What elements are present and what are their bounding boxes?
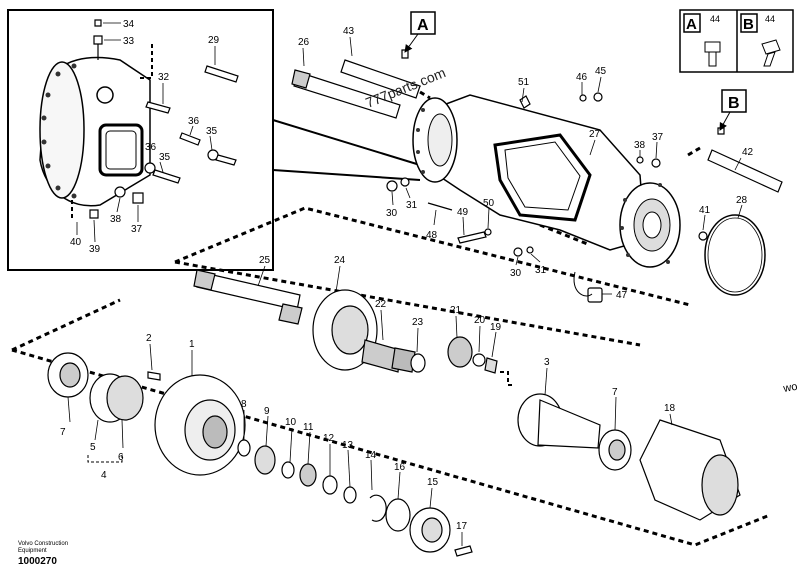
callout-43: 43 xyxy=(343,26,355,37)
callout-20: 20 xyxy=(474,315,486,326)
view-b-marker xyxy=(719,89,747,131)
callout-47: 47 xyxy=(616,290,628,301)
callout-7: 7 xyxy=(60,427,66,438)
callout-35: 35 xyxy=(159,152,171,163)
callout-26: 26 xyxy=(298,37,310,48)
callout-19: 19 xyxy=(490,322,502,333)
callout-42: 42 xyxy=(742,147,754,158)
callout-12: 12 xyxy=(323,433,335,444)
callout-8: 8 xyxy=(241,399,247,410)
callout-1: 1 xyxy=(189,339,195,350)
callout-6: 6 xyxy=(118,452,124,463)
callout-4: 4 xyxy=(101,470,107,481)
callout-16: 16 xyxy=(394,462,406,473)
callout-40: 40 xyxy=(70,237,82,248)
legend-part-a: 44 xyxy=(710,14,720,24)
callout-38: 38 xyxy=(110,214,122,225)
edge-text: wo xyxy=(781,381,798,395)
callout-30: 30 xyxy=(510,268,522,279)
legend-part-b: 44 xyxy=(765,14,775,24)
callout-11: 11 xyxy=(303,422,314,433)
callout-3: 3 xyxy=(544,357,550,368)
callout-9: 9 xyxy=(264,406,270,417)
callout-28: 28 xyxy=(736,195,748,206)
callout-50: 50 xyxy=(483,198,495,209)
callout-46: 46 xyxy=(576,72,588,83)
callout-41: 41 xyxy=(699,205,711,216)
callout-15: 15 xyxy=(427,477,439,488)
callout-37: 37 xyxy=(131,224,143,235)
wheel-hub-assembly xyxy=(11,298,771,557)
callout-21: 21 xyxy=(450,305,462,316)
view-label-a: A xyxy=(417,17,429,34)
axle-housing-assembly xyxy=(174,11,783,347)
callout-34: 34 xyxy=(123,19,135,30)
detail-inset xyxy=(7,9,421,271)
callout-27: 27 xyxy=(589,129,601,140)
callout-10: 10 xyxy=(285,417,297,428)
callout-25: 25 xyxy=(259,255,271,266)
callout-51: 51 xyxy=(518,77,530,88)
callout-31: 31 xyxy=(406,200,418,211)
planetary-drive-assembly xyxy=(193,265,514,386)
callout-22: 22 xyxy=(375,299,387,310)
callout-17: 17 xyxy=(456,521,468,532)
brand-line-1: Volvo Construction xyxy=(18,541,69,547)
callout-30: 30 xyxy=(386,208,398,219)
view-label-b: B xyxy=(728,95,740,112)
callout-45: 45 xyxy=(595,66,607,77)
callout-35: 35 xyxy=(206,126,218,137)
callout-31: 31 xyxy=(535,265,547,276)
view-a-marker xyxy=(404,11,436,53)
callout-37: 37 xyxy=(652,132,664,143)
callout-29: 29 xyxy=(208,35,220,46)
callout-32: 32 xyxy=(158,72,170,83)
callout-36: 36 xyxy=(145,142,157,153)
callout-23: 23 xyxy=(412,317,424,328)
document-number: 1000270 xyxy=(18,556,57,567)
callout-49: 49 xyxy=(457,207,469,218)
callout-36: 36 xyxy=(188,116,200,127)
brand-line-2: Equipment xyxy=(18,548,47,554)
legend-letter-b: B xyxy=(743,16,754,33)
callout-48: 48 xyxy=(426,230,438,241)
callout-24: 24 xyxy=(334,255,346,266)
callout-38: 38 xyxy=(634,140,646,151)
bolt-variant-legend xyxy=(679,9,794,73)
callout-7: 7 xyxy=(612,387,618,398)
callout-14: 14 xyxy=(365,450,377,461)
callout-39: 39 xyxy=(89,244,101,255)
callout-33: 33 xyxy=(123,36,135,47)
callout-13: 13 xyxy=(342,440,354,451)
legend-letter-a: A xyxy=(686,16,697,33)
callout-18: 18 xyxy=(664,403,676,414)
callout-5: 5 xyxy=(90,442,96,453)
callout-2: 2 xyxy=(146,333,152,344)
